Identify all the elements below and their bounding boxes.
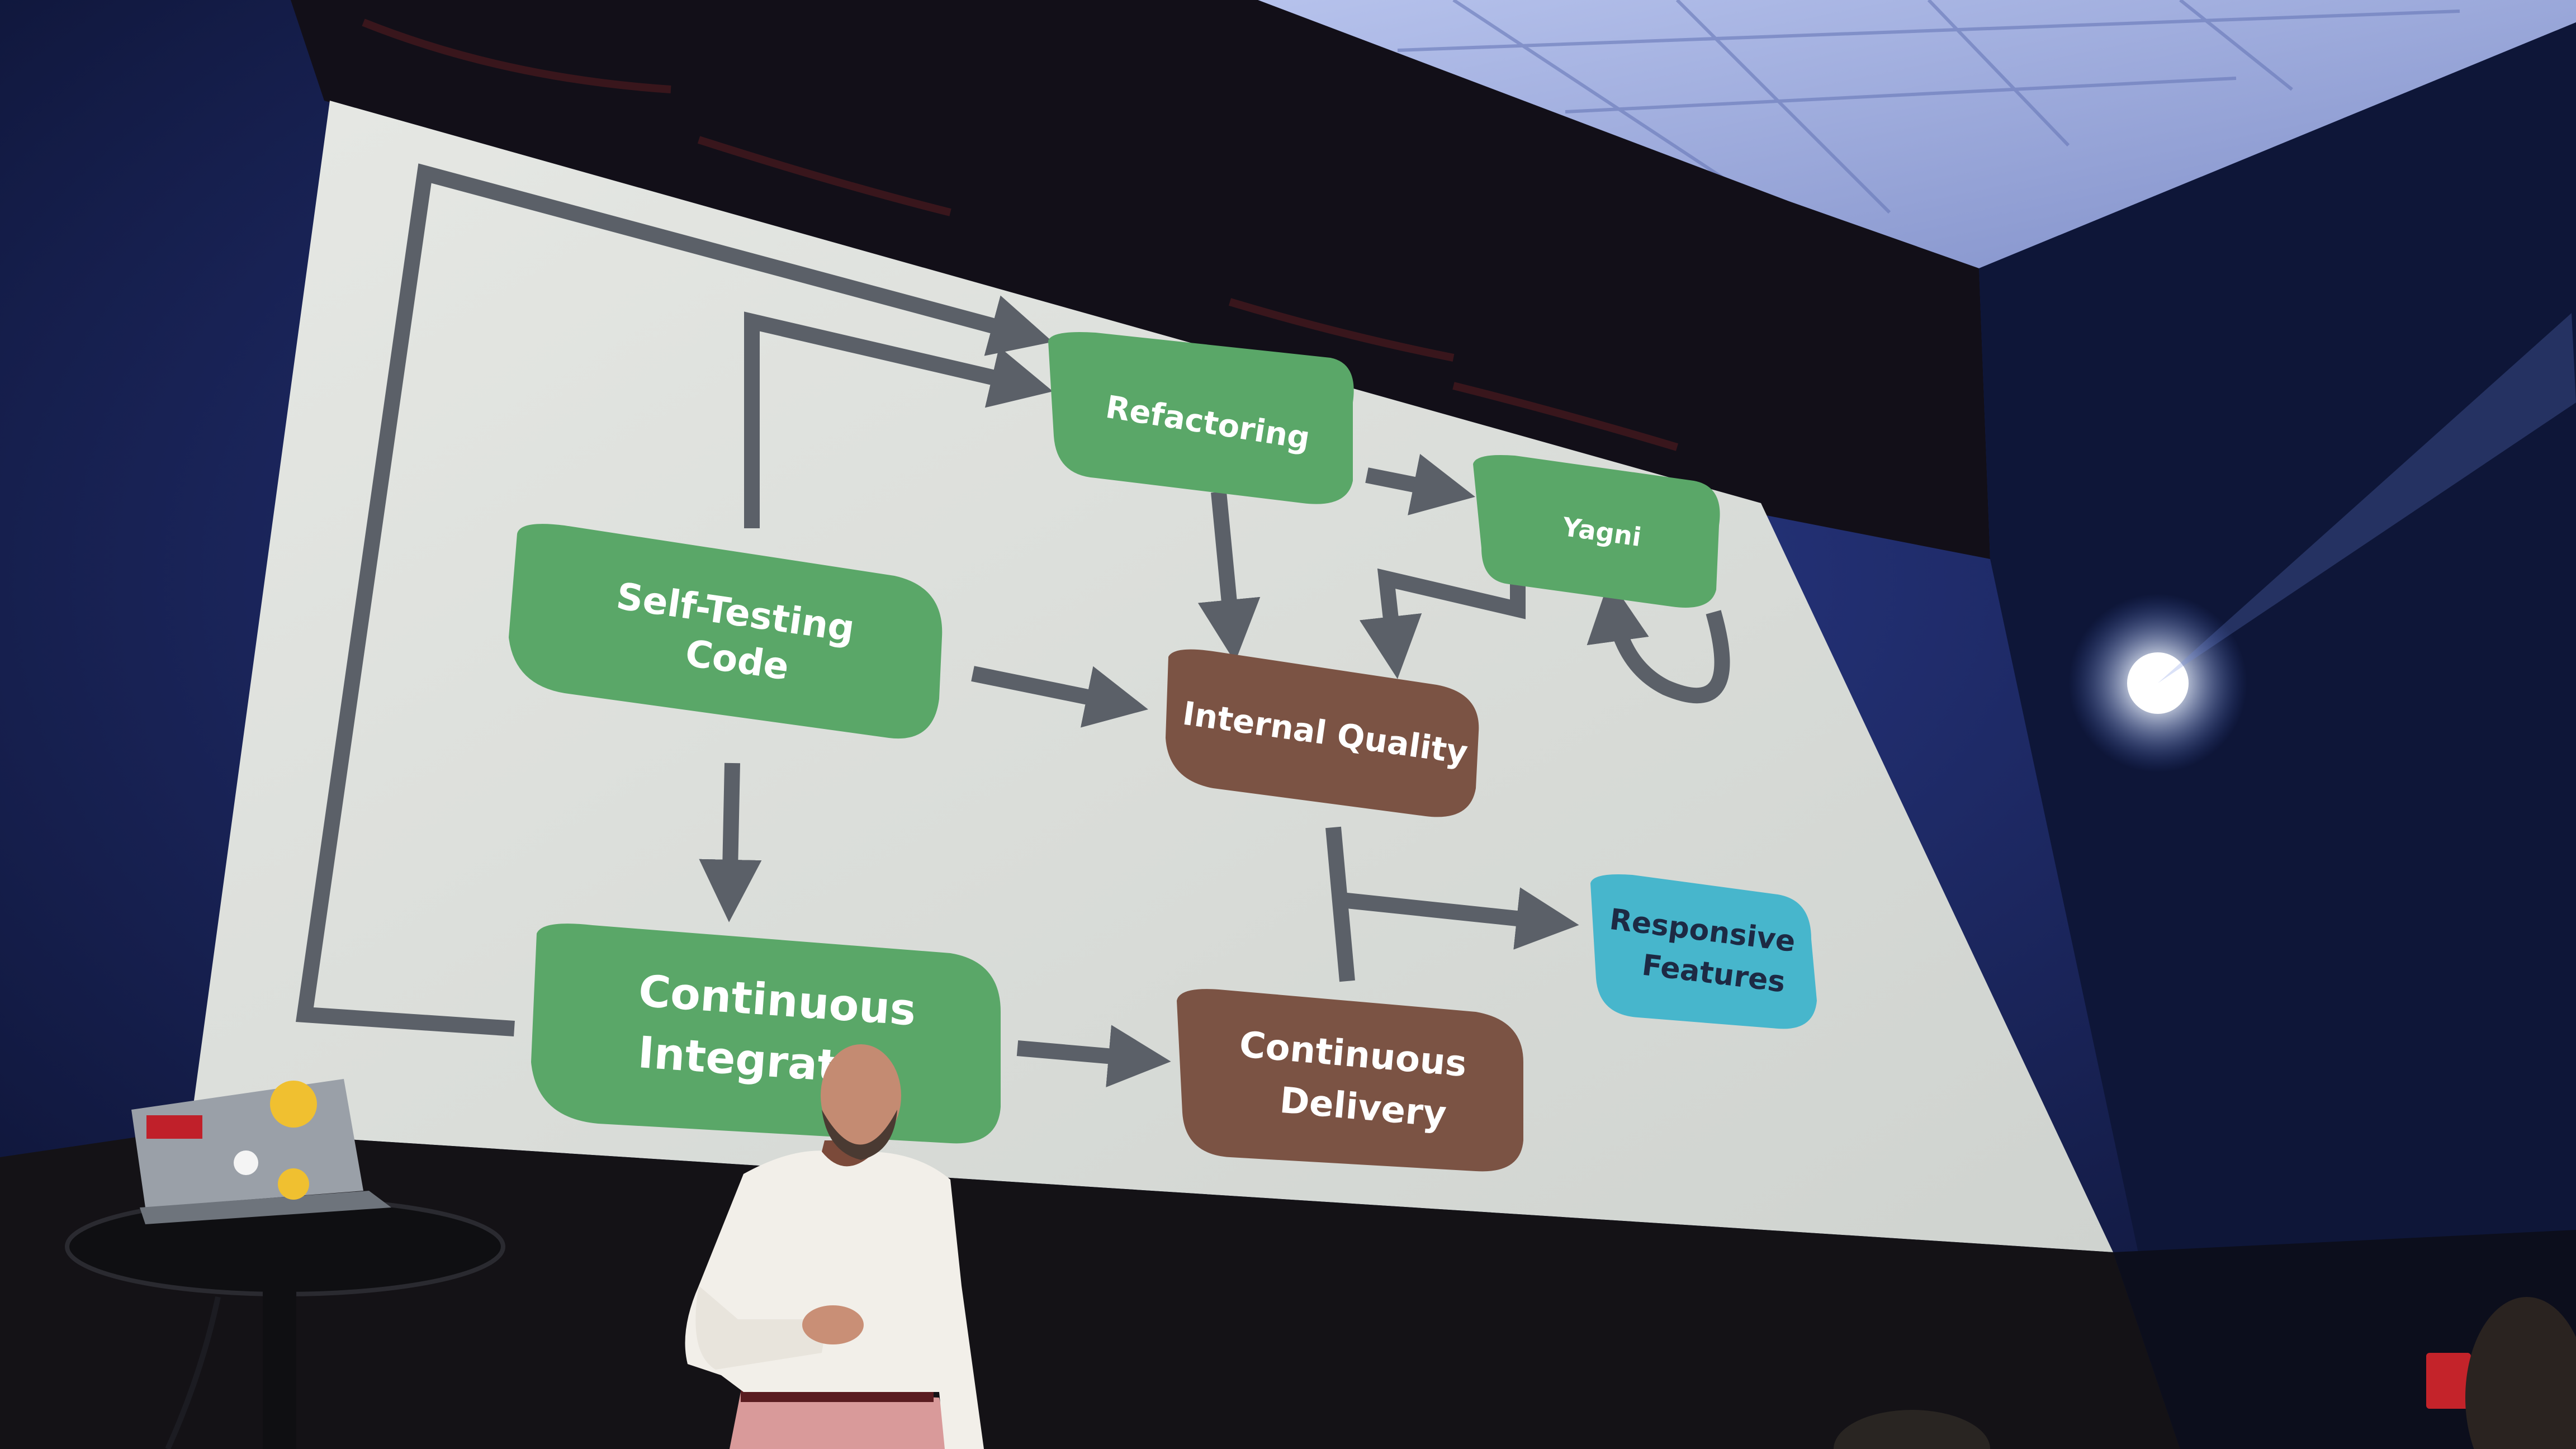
arrow-yagni-to-quality: [1359, 568, 1526, 679]
arrow-quality-to-responsive: [1325, 826, 1355, 982]
audience-head: [2465, 1297, 2576, 1449]
node-responsive-features: Responsive Features: [1590, 874, 1817, 1029]
laptop: [131, 1079, 391, 1224]
light-beam: [2158, 313, 2576, 683]
arrow-selftesting-to-quality: [971, 666, 1148, 728]
node-continuous-integration: Continuous Integrat: [531, 924, 1001, 1144]
curtain-folds: [362, 18, 1679, 451]
arrow-refactoring-to-quality: [1197, 491, 1261, 662]
node-internal-quality: Internal Quality: [1166, 649, 1479, 817]
spotlight-core: [2127, 652, 2189, 714]
audience-head-blur: [1834, 1410, 1990, 1449]
arrow-ci-to-refactoring-loop: [296, 163, 1053, 1036]
node-self-testing-code: Self-Testing Code: [509, 524, 943, 739]
arrow-selftesting-to-ci: [699, 763, 762, 922]
arrow-yagni-self-loop: [1587, 579, 1730, 704]
stage-front: [0, 1129, 2180, 1449]
curtain: [291, 0, 1990, 559]
ceiling: [1258, 0, 2576, 268]
node-continuous-delivery: Continuous Delivery: [1177, 989, 1523, 1172]
node-refactoring: Refactoring: [1048, 332, 1354, 504]
arrow-ci-to-cd: [1016, 1025, 1171, 1087]
ceiling-grid: [1397, 0, 2460, 214]
node-yagni: Yagni: [1473, 455, 1720, 608]
arrow-refactoring-to-yagni: [1365, 453, 1475, 515]
slide-diagram: Refactoring Yagni Self-Testing Code Inte…: [296, 163, 1817, 1172]
right-wall: [1979, 22, 2576, 1449]
arrow-to-responsive: [1341, 887, 1579, 950]
speaker: [685, 1044, 984, 1449]
exit-sign: [2426, 1353, 2471, 1409]
arrow-selftesting-to-refactoring: [744, 311, 1053, 528]
